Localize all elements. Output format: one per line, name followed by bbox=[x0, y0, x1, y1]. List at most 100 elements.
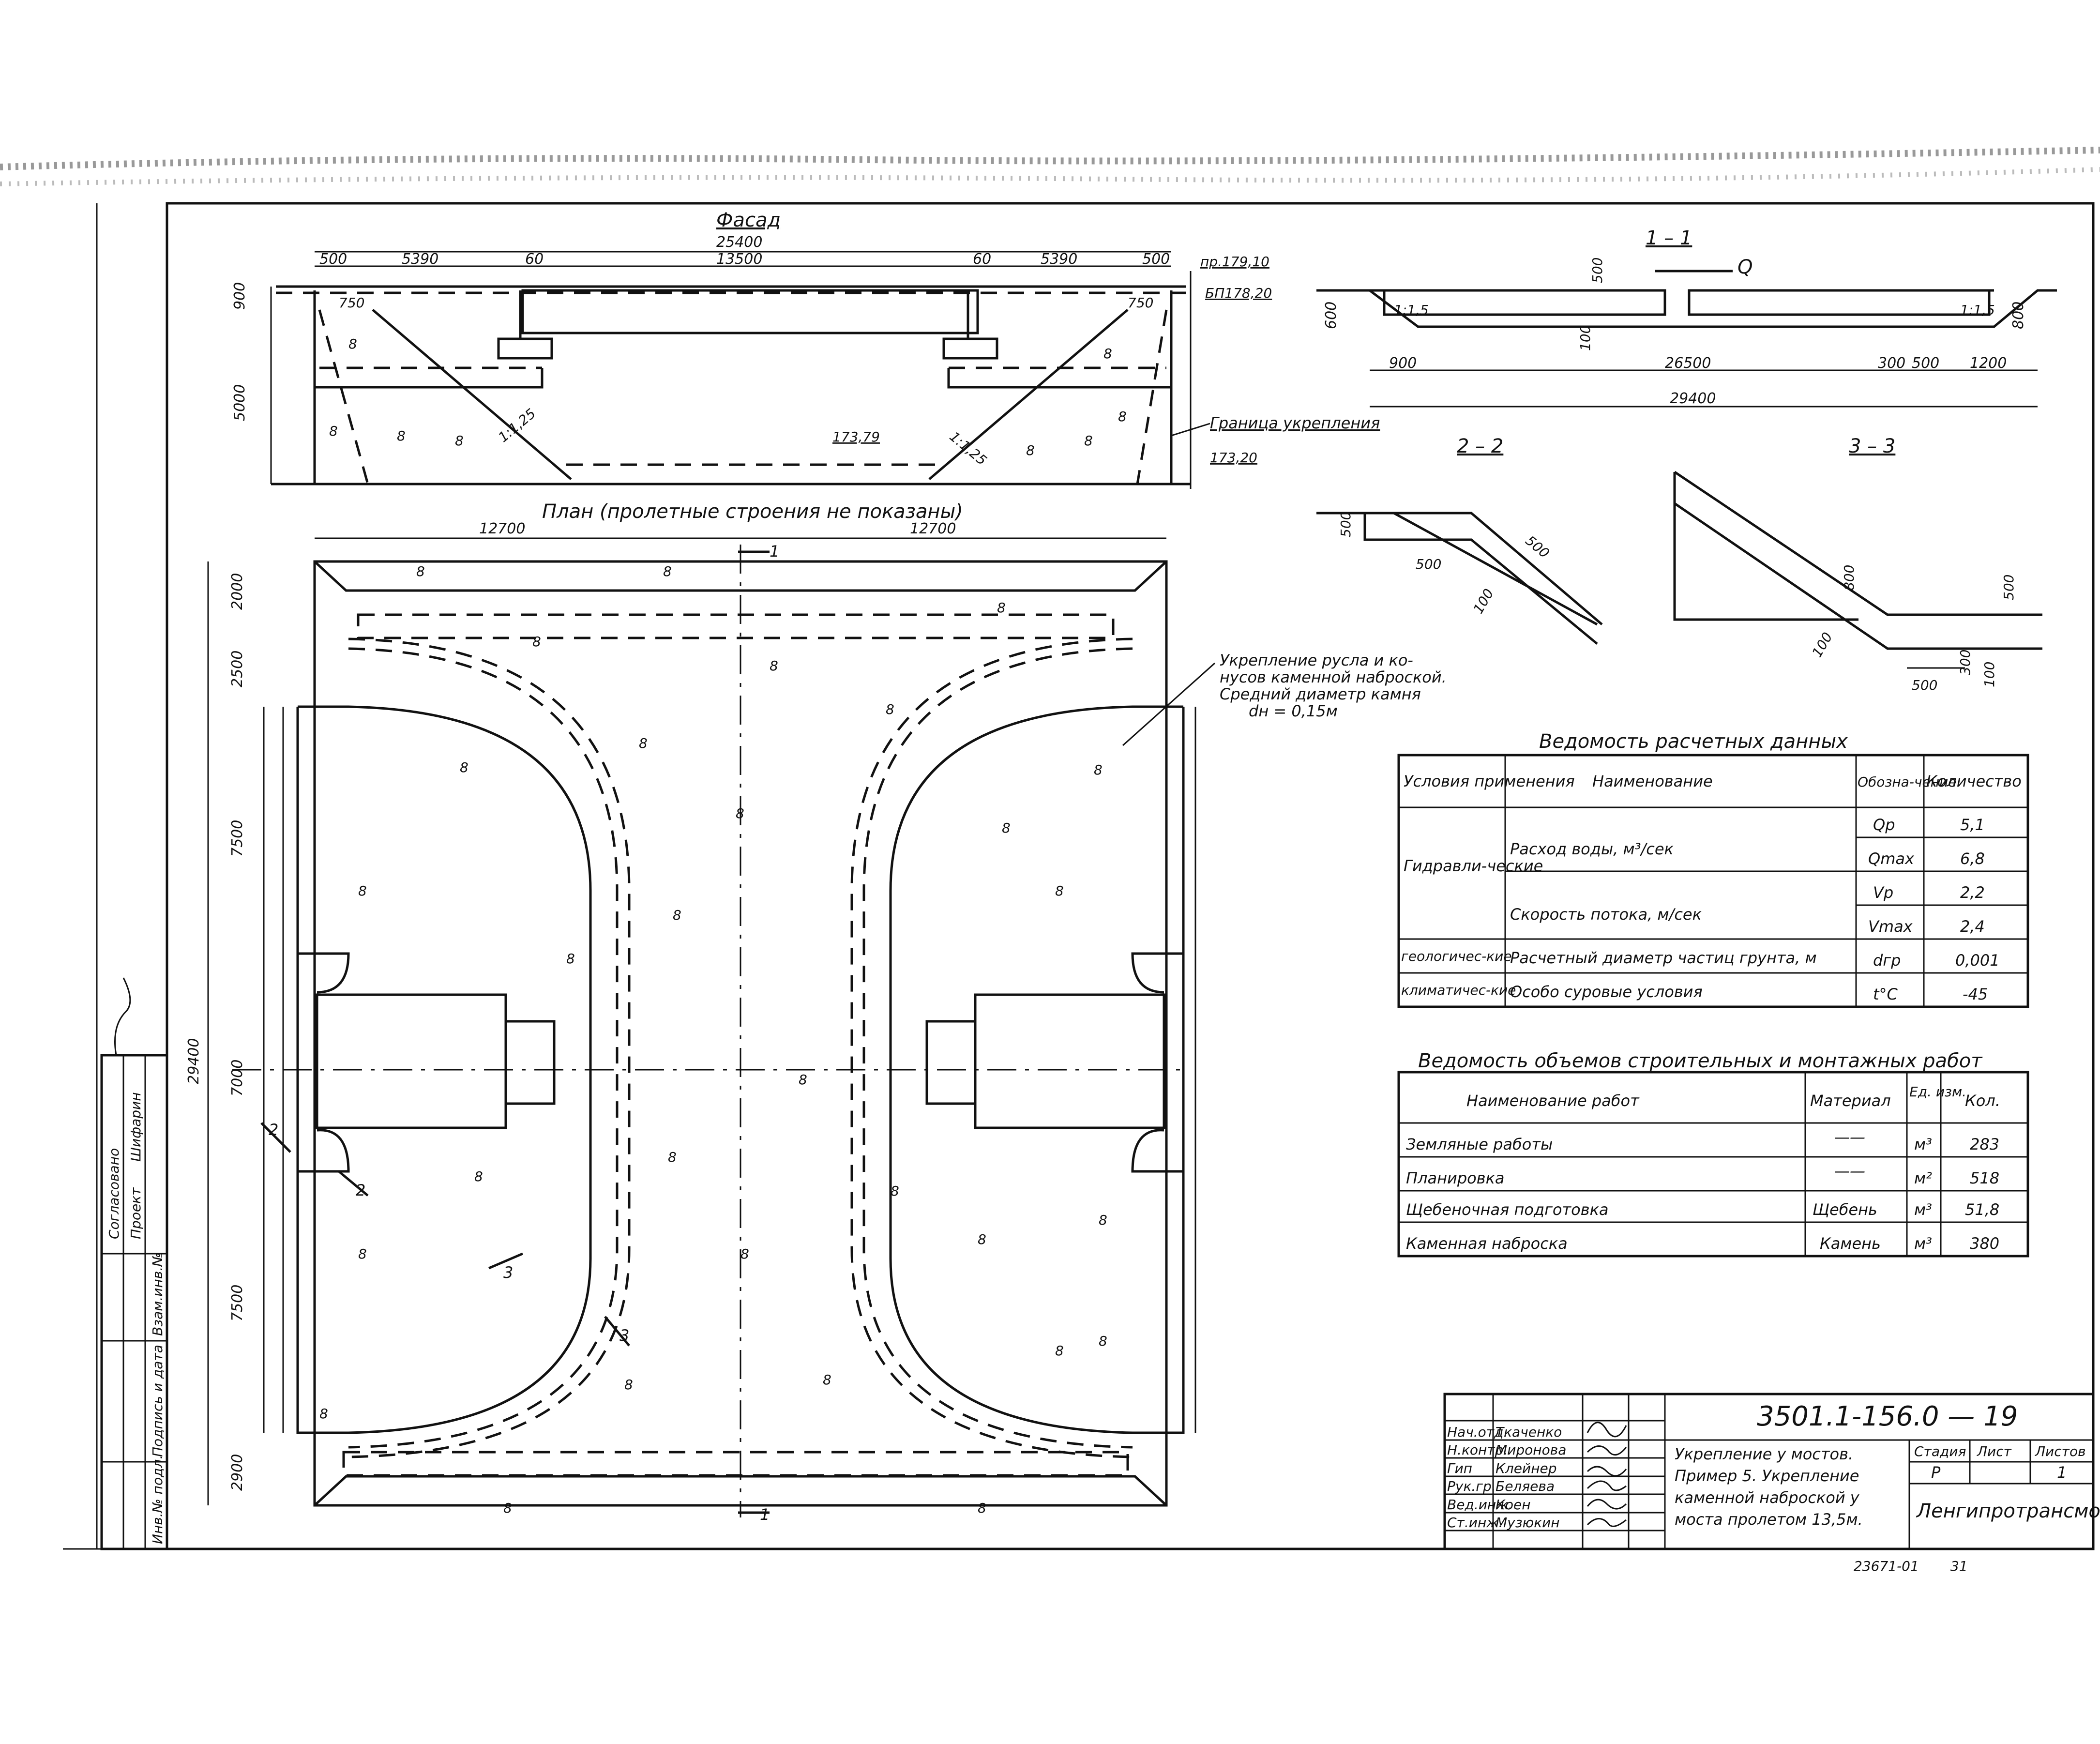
svg-text:Согласовано: Согласовано bbox=[106, 1148, 122, 1239]
svg-text:Н.контр.: Н.контр. bbox=[1447, 1442, 1508, 1458]
svg-text:518: 518 bbox=[1970, 1169, 1999, 1187]
svg-text:8: 8 bbox=[503, 1500, 512, 1516]
works-table-title: Ведомость объемов строительных и монтажн… bbox=[1418, 1050, 1983, 1072]
svg-text:Р: Р bbox=[1931, 1463, 1941, 1482]
svg-text:8: 8 bbox=[416, 563, 425, 579]
svg-text:8: 8 bbox=[358, 883, 367, 899]
table-row: Каменная наброска Камень м³ 380 bbox=[1406, 1234, 1999, 1253]
svg-text:Вед.инж.: Вед.инж. bbox=[1447, 1497, 1512, 1513]
svg-text:8: 8 bbox=[886, 701, 894, 717]
svg-text:Vmax: Vmax bbox=[1868, 917, 1913, 936]
svg-text:2900: 2900 bbox=[229, 1454, 246, 1491]
svg-text:100: 100 bbox=[1577, 325, 1593, 351]
facade-overall-dim: 25400 bbox=[716, 234, 762, 251]
svg-text:м³: м³ bbox=[1914, 1135, 1932, 1153]
svg-text:Укрепление русла и ко-: Укрепление русла и ко- bbox=[1220, 651, 1413, 669]
side-approval-stamp: Согласовано Проект Шифарин Взам.инв.№ По… bbox=[100, 977, 168, 1550]
organization: Ленгипротрансмост bbox=[1916, 1500, 2100, 1522]
svg-text:500: 500 bbox=[1338, 512, 1354, 537]
svg-text:Подпись и дата: Подпись и дата bbox=[150, 1345, 166, 1457]
svg-text:Наименование: Наименование bbox=[1592, 772, 1713, 790]
svg-text:Укрепление у мостов.: Укрепление у мостов. bbox=[1675, 1445, 1853, 1463]
svg-text:2000: 2000 bbox=[229, 573, 246, 610]
svg-text:Музюкин: Музюкин bbox=[1496, 1515, 1560, 1531]
svg-text:Особо суровые условия: Особо суровые условия bbox=[1510, 983, 1703, 1001]
svg-text:8: 8 bbox=[455, 433, 464, 449]
svg-text:8: 8 bbox=[639, 735, 648, 751]
svg-text:3: 3 bbox=[619, 1326, 629, 1345]
svg-text:Щебеночная подготовка: Щебеночная подготовка bbox=[1406, 1200, 1609, 1219]
svg-text:6,8: 6,8 bbox=[1960, 849, 1985, 868]
svg-text:900: 900 bbox=[1389, 355, 1417, 372]
svg-text:Земляные работы: Земляные работы bbox=[1406, 1135, 1553, 1153]
boundary-label: Граница укрепления bbox=[1210, 414, 1380, 432]
svg-text:8: 8 bbox=[770, 658, 778, 674]
svg-text:8: 8 bbox=[348, 336, 357, 352]
svg-text:Каменная наброска: Каменная наброска bbox=[1406, 1234, 1568, 1253]
deck-level: пр.179,10 bbox=[1200, 254, 1269, 270]
svg-text:Средний диаметр камня: Средний диаметр камня bbox=[1220, 685, 1421, 703]
svg-text:8: 8 bbox=[624, 1377, 633, 1393]
svg-text:1:1,5: 1:1,5 bbox=[1960, 302, 1995, 318]
svg-text:8: 8 bbox=[663, 563, 672, 579]
svg-text:Рук.гр.: Рук.гр. bbox=[1447, 1478, 1496, 1494]
svg-text:8: 8 bbox=[740, 1246, 749, 1262]
svg-text:Камень: Камень bbox=[1820, 1234, 1881, 1253]
svg-text:Щебень: Щебень bbox=[1813, 1200, 1877, 1219]
signatures bbox=[1586, 1422, 1627, 1527]
section-3-3: 3 – 3 800 500 100 500 100 300 bbox=[1673, 435, 2042, 693]
svg-text:13500: 13500 bbox=[716, 251, 762, 268]
svg-text:нусов каменной наброской.: нусов каменной наброской. bbox=[1220, 668, 1447, 686]
svg-text:1:1,5: 1:1,5 bbox=[1394, 302, 1429, 318]
svg-text:Планировка: Планировка bbox=[1406, 1169, 1505, 1187]
svg-text:1: 1 bbox=[770, 542, 779, 561]
svg-text:8: 8 bbox=[358, 1246, 367, 1262]
svg-text:м³: м³ bbox=[1914, 1200, 1932, 1219]
svg-text:31: 31 bbox=[1950, 1558, 1968, 1574]
table-row: Планировка —— м² 518 bbox=[1406, 1162, 1999, 1187]
svg-text:2,2: 2,2 bbox=[1960, 883, 1985, 902]
svg-text:Пример 5. Укрепление: Пример 5. Укрепление bbox=[1675, 1467, 1859, 1485]
svg-text:60: 60 bbox=[973, 251, 991, 268]
design-table-title: Ведомость расчетных данных bbox=[1539, 730, 1848, 753]
svg-text:8: 8 bbox=[532, 634, 541, 650]
svg-text:8: 8 bbox=[673, 907, 681, 923]
svg-text:1200: 1200 bbox=[1970, 355, 2007, 372]
svg-text:1: 1 bbox=[760, 1505, 770, 1524]
svg-text:8: 8 bbox=[1094, 762, 1103, 778]
svg-text:8: 8 bbox=[397, 428, 406, 444]
svg-text:Vр: Vр bbox=[1873, 883, 1893, 902]
svg-text:8: 8 bbox=[1002, 820, 1011, 836]
svg-text:7500: 7500 bbox=[229, 820, 246, 857]
svg-text:Расчетный диаметр частиц грунт: Расчетный диаметр частиц грунта, м bbox=[1510, 949, 1817, 967]
svg-text:500: 500 bbox=[1416, 556, 1441, 572]
plan-view: План (пролетные строения не показаны) 12… bbox=[185, 500, 1447, 1524]
svg-text:380: 380 bbox=[1970, 1234, 1999, 1253]
svg-text:Беляева: Беляева bbox=[1496, 1478, 1555, 1494]
svg-text:Нач.отд.: Нач.отд. bbox=[1447, 1424, 1508, 1440]
svg-text:500: 500 bbox=[1523, 532, 1553, 561]
svg-text:750: 750 bbox=[1128, 295, 1153, 311]
svg-text:600: 600 bbox=[1323, 302, 1340, 329]
table-row: Щебеночная подготовка Щебень м³ 51,8 bbox=[1406, 1200, 1999, 1219]
svg-text:51,8: 51,8 bbox=[1965, 1200, 1999, 1219]
svg-text:м²: м² bbox=[1914, 1169, 1932, 1187]
svg-text:500: 500 bbox=[2001, 575, 2017, 600]
svg-text:8: 8 bbox=[1103, 346, 1112, 362]
scan-noise bbox=[0, 147, 2100, 186]
section-1-1: 1 – 1 Q 500 100 1:1,5 1:1,5 600 800 900 … bbox=[1316, 227, 2057, 408]
facade-view: Фасад 25400 500 5390 60 13500 60 5390 50… bbox=[231, 209, 1380, 489]
svg-text:Листов: Листов bbox=[2035, 1443, 2086, 1459]
svg-text:Шифарин: Шифарин bbox=[128, 1092, 144, 1162]
svg-text:Инв.№ подл.: Инв.№ подл. bbox=[150, 1455, 166, 1544]
facade-title: Фасад bbox=[716, 209, 781, 231]
svg-text:8: 8 bbox=[978, 1231, 986, 1247]
svg-text:Обозна-чение: Обозна-чение bbox=[1858, 774, 1956, 790]
svg-text:8: 8 bbox=[1084, 433, 1093, 449]
svg-text:Условия применения: Условия применения bbox=[1404, 772, 1575, 790]
svg-text:——: —— bbox=[1834, 1162, 1865, 1180]
svg-text:-45: -45 bbox=[1963, 985, 1988, 1003]
svg-text:7500: 7500 bbox=[229, 1285, 246, 1321]
svg-text:dгр: dгр bbox=[1873, 951, 1901, 970]
svg-text:Ед. изм.: Ед. изм. bbox=[1909, 1084, 1966, 1100]
